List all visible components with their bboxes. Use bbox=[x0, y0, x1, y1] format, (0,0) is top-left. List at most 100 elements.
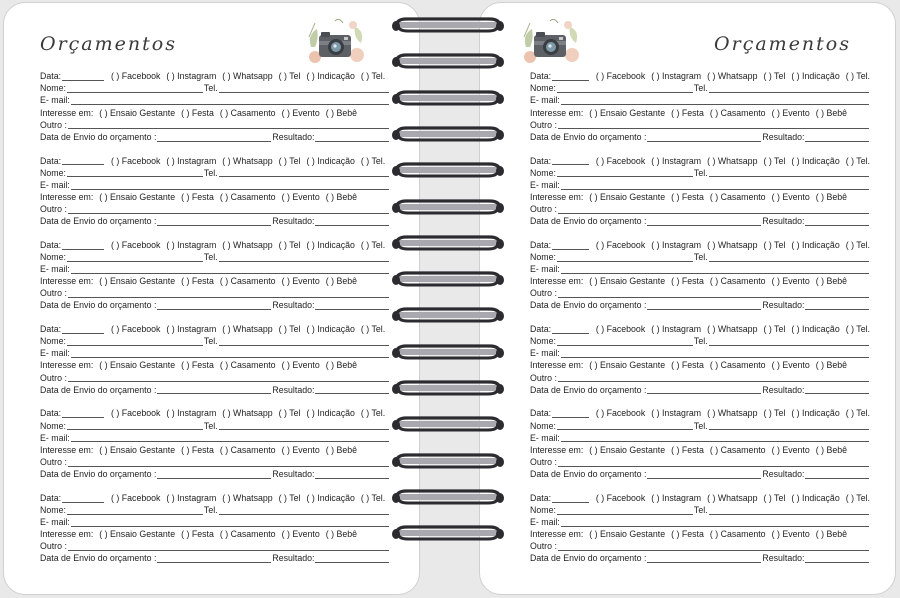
option-tel[interactable]: ( ) Tel bbox=[278, 155, 301, 166]
email-field[interactable] bbox=[560, 96, 869, 106]
option-facebook[interactable]: ( ) Facebook bbox=[595, 324, 646, 335]
option-whatsapp[interactable]: ( ) Whatsapp bbox=[707, 155, 758, 166]
option-facebook[interactable]: ( ) Facebook bbox=[111, 155, 161, 166]
name-field[interactable] bbox=[66, 168, 203, 178]
name-field[interactable] bbox=[556, 506, 693, 515]
option-instagram[interactable]: ( ) Instagram bbox=[651, 239, 702, 250]
phone-field[interactable] bbox=[218, 337, 389, 347]
other-field[interactable] bbox=[67, 458, 389, 467]
name-field[interactable] bbox=[556, 421, 693, 431]
option-ensaio-gestante[interactable]: ( ) Ensaio Gestante bbox=[99, 276, 176, 287]
name-field[interactable] bbox=[66, 506, 203, 515]
send-date-field[interactable] bbox=[647, 301, 762, 311]
option-tel[interactable]: ( ) Tel bbox=[278, 492, 301, 503]
option-evento[interactable]: ( ) Evento bbox=[771, 276, 810, 287]
option-facebook[interactable]: ( ) Facebook bbox=[595, 492, 646, 503]
option-instagram[interactable]: ( ) Instagram bbox=[166, 492, 217, 503]
result-field[interactable] bbox=[315, 217, 389, 226]
option-casamento[interactable]: ( ) Casamento bbox=[709, 191, 766, 202]
option-tel[interactable]: ( ) Tel bbox=[278, 239, 301, 250]
option-evento[interactable]: ( ) Evento bbox=[771, 191, 810, 202]
option-tel-2[interactable]: ( ) Tel. bbox=[845, 155, 870, 166]
option-casamento[interactable]: ( ) Casamento bbox=[219, 191, 276, 202]
option-bebe[interactable]: ( ) Bebê bbox=[815, 107, 848, 118]
option-bebe[interactable]: ( ) Bebê bbox=[325, 444, 358, 455]
option-bebe[interactable]: ( ) Bebê bbox=[815, 191, 848, 202]
date-field[interactable] bbox=[62, 72, 105, 82]
option-tel[interactable]: ( ) Tel bbox=[278, 71, 301, 82]
option-tel-2[interactable]: ( ) Tel. bbox=[360, 492, 386, 503]
option-tel-2[interactable]: ( ) Tel. bbox=[360, 239, 386, 250]
option-whatsapp[interactable]: ( ) Whatsapp bbox=[222, 492, 273, 503]
other-field[interactable] bbox=[557, 542, 869, 551]
option-tel[interactable]: ( ) Tel bbox=[763, 239, 786, 250]
name-field[interactable] bbox=[66, 253, 203, 262]
option-festa[interactable]: ( ) Festa bbox=[181, 444, 214, 455]
option-instagram[interactable]: ( ) Instagram bbox=[166, 71, 217, 82]
option-tel-2[interactable]: ( ) Tel. bbox=[360, 324, 386, 335]
option-tel[interactable]: ( ) Tel bbox=[763, 71, 786, 82]
option-indicacao[interactable]: ( ) Indicação bbox=[791, 408, 840, 419]
phone-field[interactable] bbox=[218, 84, 389, 94]
send-date-field[interactable] bbox=[647, 385, 762, 395]
option-tel-2[interactable]: ( ) Tel. bbox=[360, 71, 386, 82]
option-evento[interactable]: ( ) Evento bbox=[281, 529, 320, 540]
option-whatsapp[interactable]: ( ) Whatsapp bbox=[222, 239, 273, 250]
option-whatsapp[interactable]: ( ) Whatsapp bbox=[707, 324, 758, 335]
send-date-field[interactable] bbox=[157, 554, 272, 564]
option-indicacao[interactable]: ( ) Indicação bbox=[791, 324, 840, 335]
option-festa[interactable]: ( ) Festa bbox=[181, 529, 214, 540]
option-casamento[interactable]: ( ) Casamento bbox=[709, 276, 766, 287]
option-instagram[interactable]: ( ) Instagram bbox=[651, 324, 702, 335]
option-ensaio-gestante[interactable]: ( ) Ensaio Gestante bbox=[589, 191, 666, 202]
option-evento[interactable]: ( ) Evento bbox=[281, 444, 320, 455]
option-festa[interactable]: ( ) Festa bbox=[181, 276, 214, 287]
other-field[interactable] bbox=[557, 289, 869, 299]
option-indicacao[interactable]: ( ) Indicação bbox=[306, 239, 355, 250]
result-field[interactable] bbox=[315, 301, 389, 311]
option-indicacao[interactable]: ( ) Indicação bbox=[791, 155, 840, 166]
option-festa[interactable]: ( ) Festa bbox=[181, 107, 214, 118]
other-field[interactable] bbox=[67, 542, 389, 551]
date-field[interactable] bbox=[552, 241, 589, 250]
phone-field[interactable] bbox=[708, 506, 869, 515]
date-field[interactable] bbox=[552, 409, 589, 419]
option-whatsapp[interactable]: ( ) Whatsapp bbox=[707, 492, 758, 503]
option-festa[interactable]: ( ) Festa bbox=[671, 276, 704, 287]
option-indicacao[interactable]: ( ) Indicação bbox=[306, 324, 355, 335]
date-field[interactable] bbox=[552, 72, 589, 82]
option-evento[interactable]: ( ) Evento bbox=[771, 360, 810, 371]
option-tel-2[interactable]: ( ) Tel. bbox=[360, 155, 386, 166]
option-casamento[interactable]: ( ) Casamento bbox=[709, 444, 766, 455]
name-field[interactable] bbox=[66, 421, 203, 431]
result-field[interactable] bbox=[805, 301, 869, 311]
option-evento[interactable]: ( ) Evento bbox=[281, 107, 320, 118]
send-date-field[interactable] bbox=[157, 385, 272, 395]
date-field[interactable] bbox=[552, 156, 589, 166]
result-field[interactable] bbox=[315, 470, 389, 479]
option-ensaio-gestante[interactable]: ( ) Ensaio Gestante bbox=[589, 444, 666, 455]
option-tel-2[interactable]: ( ) Tel. bbox=[845, 239, 870, 250]
name-field[interactable] bbox=[66, 337, 203, 347]
option-tel-2[interactable]: ( ) Tel. bbox=[845, 324, 870, 335]
phone-field[interactable] bbox=[708, 337, 869, 347]
email-field[interactable] bbox=[70, 349, 389, 359]
option-bebe[interactable]: ( ) Bebê bbox=[325, 276, 358, 287]
email-field[interactable] bbox=[70, 181, 389, 190]
option-tel[interactable]: ( ) Tel bbox=[763, 492, 786, 503]
option-indicacao[interactable]: ( ) Indicação bbox=[306, 71, 355, 82]
option-whatsapp[interactable]: ( ) Whatsapp bbox=[222, 71, 273, 82]
option-whatsapp[interactable]: ( ) Whatsapp bbox=[707, 408, 758, 419]
option-bebe[interactable]: ( ) Bebê bbox=[815, 276, 848, 287]
option-facebook[interactable]: ( ) Facebook bbox=[111, 408, 161, 419]
option-instagram[interactable]: ( ) Instagram bbox=[651, 155, 702, 166]
other-field[interactable] bbox=[67, 289, 389, 299]
option-ensaio-gestante[interactable]: ( ) Ensaio Gestante bbox=[589, 107, 666, 118]
name-field[interactable] bbox=[556, 168, 693, 178]
option-facebook[interactable]: ( ) Facebook bbox=[595, 239, 646, 250]
option-instagram[interactable]: ( ) Instagram bbox=[651, 408, 702, 419]
other-field[interactable] bbox=[67, 120, 389, 130]
email-field[interactable] bbox=[70, 433, 389, 443]
result-field[interactable] bbox=[805, 554, 869, 564]
option-tel[interactable]: ( ) Tel bbox=[763, 324, 786, 335]
